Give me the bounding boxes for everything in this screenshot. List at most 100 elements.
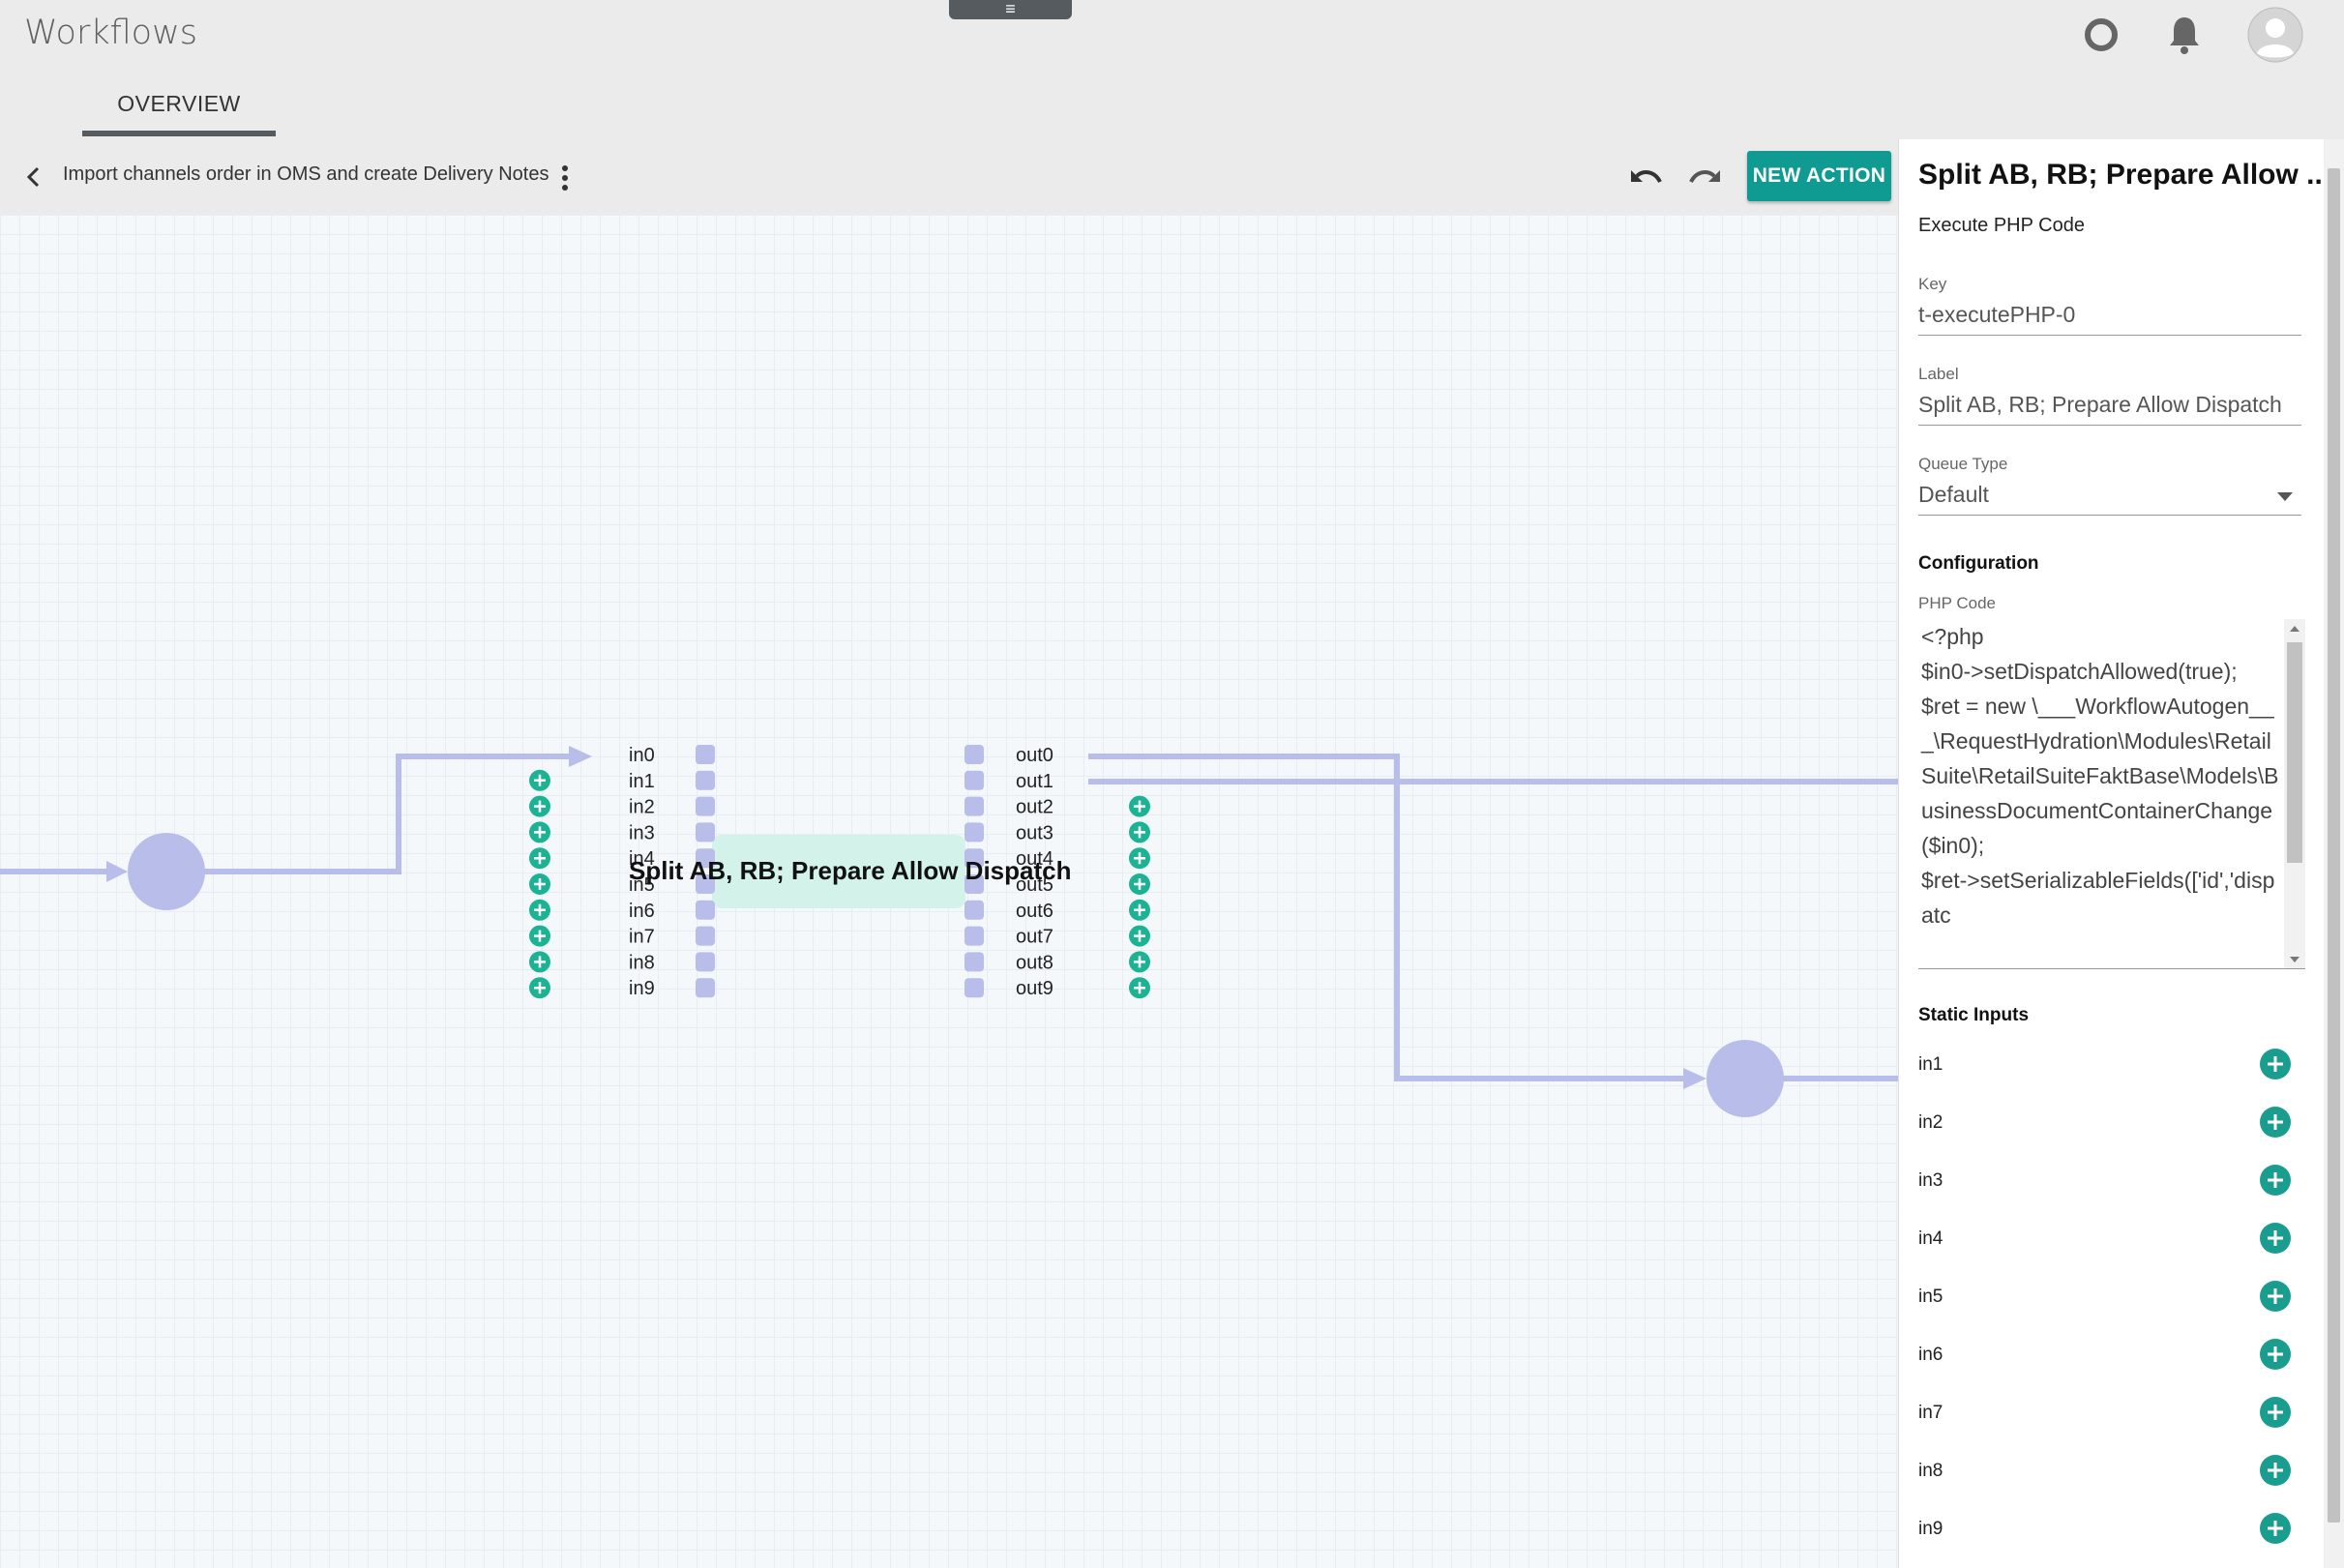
plus-icon	[1134, 930, 1145, 942]
input-port[interactable]	[696, 770, 715, 790]
start-node	[128, 833, 205, 910]
output-port-label: out0	[1016, 745, 1053, 766]
undo-icon[interactable]	[1625, 161, 1664, 199]
output-port-label: out8	[1016, 952, 1053, 973]
add-static-input-icon[interactable]	[2260, 1165, 2291, 1196]
plus-icon	[1134, 826, 1145, 839]
static-input-row: in5	[1918, 1279, 2291, 1317]
php-code-scrollbar[interactable]	[2284, 619, 2305, 968]
php-code-scroll-thumb[interactable]	[2287, 642, 2302, 863]
plus-icon	[534, 982, 546, 994]
input-port[interactable]	[696, 745, 715, 764]
queue-type-select[interactable]: Default	[1918, 482, 2301, 508]
action-node-label: Split AB, RB; Prepare Allow Dispatch	[629, 856, 1071, 885]
input-port-label: in8	[629, 952, 655, 973]
redo-icon[interactable]	[1687, 161, 1726, 199]
static-input-row: in7	[1918, 1395, 2291, 1434]
arrow-head	[106, 861, 128, 882]
add-static-input-icon[interactable]	[2260, 1049, 2291, 1080]
output-port[interactable]	[964, 745, 984, 764]
input-port[interactable]	[696, 926, 715, 946]
status-circle-icon[interactable]	[2076, 10, 2126, 60]
static-input-label: in1	[1918, 1054, 1943, 1075]
node-ports: in0in1in2in3in4in5in6in7in8in9out0out1ou…	[529, 745, 1150, 999]
plus-icon	[1134, 878, 1145, 890]
plus-icon	[534, 956, 546, 968]
plus-icon	[534, 774, 546, 786]
key-field[interactable]: t-executePHP-0	[1918, 302, 2076, 327]
output-port[interactable]	[964, 900, 984, 920]
arrow-head	[569, 746, 592, 767]
arrow-head	[1683, 1068, 1706, 1089]
output-port-label: out3	[1016, 822, 1053, 843]
properties-panel: Split AB, RB; Prepare Allow ... Execute …	[1898, 139, 2330, 1568]
scroll-up-icon	[2290, 626, 2299, 632]
output-port[interactable]	[964, 926, 984, 946]
output-port[interactable]	[964, 822, 984, 843]
more-vert-icon[interactable]	[553, 163, 577, 193]
input-port[interactable]	[696, 848, 715, 869]
input-port[interactable]	[696, 978, 715, 998]
static-input-label: in5	[1918, 1287, 1943, 1307]
add-static-input-icon[interactable]	[2260, 1339, 2291, 1370]
plus-icon	[1134, 800, 1145, 813]
label-underline	[1918, 425, 2301, 426]
input-port[interactable]	[696, 874, 715, 894]
avatar-icon[interactable]	[2246, 6, 2304, 64]
php-code-text[interactable]: <?php $in0->setDispatchAllowed(true); $r…	[1921, 624, 2279, 928]
output-port[interactable]	[964, 770, 984, 790]
panel-scrollbar[interactable]	[2324, 139, 2344, 1568]
output-port-label: out9	[1016, 978, 1053, 999]
output-port[interactable]	[964, 952, 984, 972]
plus-icon	[534, 878, 546, 890]
input-port[interactable]	[696, 796, 715, 816]
static-input-row: in2	[1918, 1105, 2291, 1143]
input-port[interactable]	[696, 822, 715, 843]
workflow-graph: in0in1in2in3in4in5in6in7in8in9out0out1ou…	[0, 745, 1898, 1117]
output-port[interactable]	[964, 978, 984, 998]
back-chevron-icon[interactable]	[19, 163, 48, 192]
panel-scroll-thumb[interactable]	[2328, 168, 2340, 1523]
panel-subtitle: Execute PHP Code	[1918, 215, 2085, 236]
new-action-button[interactable]: NEW ACTION	[1747, 151, 1891, 201]
input-port[interactable]	[696, 900, 715, 920]
add-static-input-icon[interactable]	[2260, 1397, 2291, 1428]
top-bar: Workflows ≡ OVERVIEW	[0, 0, 2344, 139]
input-port-label: in6	[629, 901, 655, 922]
configuration-title: Configuration	[1918, 553, 2039, 574]
panel-title: Split AB, RB; Prepare Allow ...	[1918, 159, 2331, 191]
php-code-label: PHP Code	[1918, 594, 1997, 612]
add-static-input-icon[interactable]	[2260, 1455, 2291, 1486]
add-static-input-icon[interactable]	[2260, 1513, 2291, 1544]
plus-icon	[534, 903, 546, 916]
output-port[interactable]	[964, 848, 984, 869]
add-static-input-icon[interactable]	[2260, 1223, 2291, 1254]
input-port-label: in9	[629, 978, 655, 999]
bell-icon[interactable]	[2159, 10, 2210, 60]
static-input-row: in1	[1918, 1047, 2291, 1085]
output-port[interactable]	[964, 796, 984, 816]
input-port-label: in0	[629, 745, 655, 766]
input-port[interactable]	[696, 952, 715, 972]
app-title: Workflows	[24, 14, 197, 52]
plus-icon	[1134, 852, 1145, 865]
input-port-label: in5	[629, 874, 655, 896]
output-port-label: out2	[1016, 797, 1053, 818]
output-port[interactable]	[964, 874, 984, 894]
static-input-row: in8	[1918, 1453, 2291, 1492]
plus-icon	[1134, 982, 1145, 994]
tab-overview[interactable]: OVERVIEW	[82, 75, 276, 139]
label-field[interactable]: Split AB, RB; Prepare Allow Dispatch	[1918, 392, 2282, 417]
static-input-label: in6	[1918, 1345, 1943, 1365]
input-port-label: in3	[629, 822, 655, 843]
static-input-row: in6	[1918, 1337, 2291, 1376]
output-port-label: out4	[1016, 848, 1053, 870]
drawer-handle[interactable]: ≡	[949, 0, 1072, 19]
add-static-input-icon[interactable]	[2260, 1281, 2291, 1312]
php-code-editor[interactable]: <?php $in0->setDispatchAllowed(true); $r…	[1918, 619, 2305, 969]
static-input-label: in8	[1918, 1461, 1943, 1481]
input-port-label: in4	[629, 848, 655, 870]
action-node-body	[712, 835, 965, 908]
add-static-input-icon[interactable]	[2260, 1107, 2291, 1138]
